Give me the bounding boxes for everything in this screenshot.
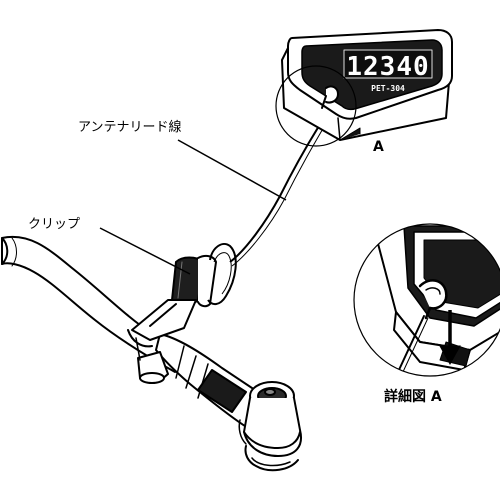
clip-label-leader xyxy=(99,227,191,275)
label-antenna-lead-wire: アンテナリード線 xyxy=(78,119,181,135)
detail-circle-a xyxy=(275,65,357,147)
antenna-lead-wire xyxy=(229,117,325,263)
device-model-text: PET-304 xyxy=(371,84,405,93)
label-detail-marker-a: A xyxy=(373,139,384,155)
antenna-wire-loop xyxy=(207,242,237,306)
detail-view-a xyxy=(353,223,500,377)
boot-band xyxy=(197,369,247,413)
label-detail-view-a: 詳細図 A xyxy=(384,388,442,405)
tachometer-device xyxy=(281,29,453,141)
arrow-head xyxy=(439,345,461,366)
antenna-label-leader xyxy=(177,139,287,201)
lcd-reading: 12340 xyxy=(346,52,429,82)
label-clip: クリップ xyxy=(28,217,80,232)
handlebar-assembly xyxy=(1,235,302,472)
